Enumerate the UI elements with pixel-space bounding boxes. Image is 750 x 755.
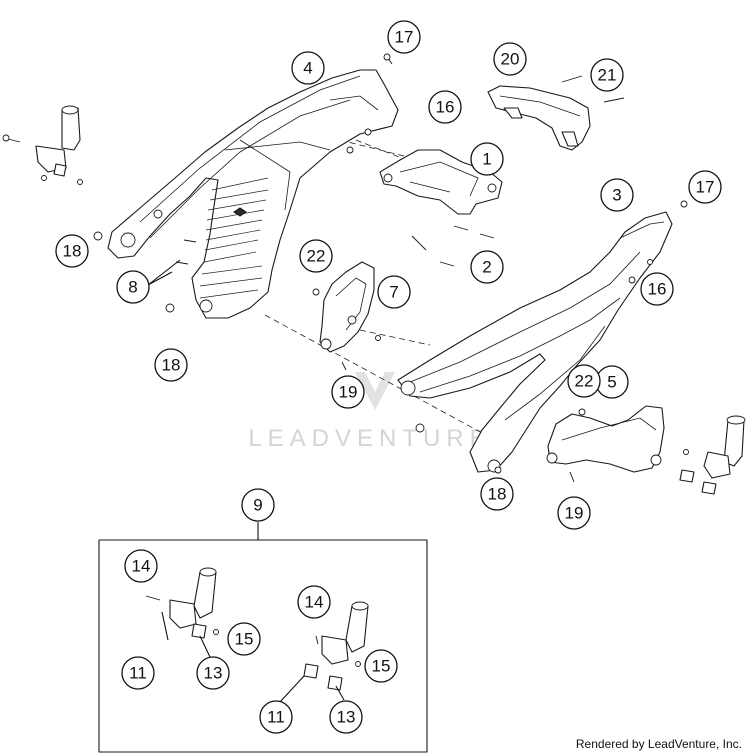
callout-13-left: 13 xyxy=(196,656,230,690)
svg-text:14: 14 xyxy=(305,593,324,612)
grab-handle xyxy=(487,85,591,151)
svg-text:9: 9 xyxy=(253,496,262,515)
svg-text:14: 14 xyxy=(132,557,151,576)
svg-text:18: 18 xyxy=(488,485,507,504)
svg-text:16: 16 xyxy=(436,98,455,117)
left-footrest-bracket xyxy=(319,261,375,353)
svg-text:22: 22 xyxy=(575,372,594,391)
svg-text:22: 22 xyxy=(307,247,326,266)
callout-4: 4 xyxy=(291,51,325,85)
svg-text:11: 11 xyxy=(267,708,285,727)
svg-text:11: 11 xyxy=(129,664,147,683)
inset-footpeg-right xyxy=(303,601,369,691)
svg-text:5: 5 xyxy=(607,373,616,392)
inset-footpeg-left xyxy=(145,567,219,639)
callout-15-left: 15 xyxy=(227,622,261,656)
svg-text:15: 15 xyxy=(372,657,391,676)
callout-22-left: 22 xyxy=(299,239,333,273)
callout-18-lower: 18 xyxy=(154,348,188,382)
fasteners xyxy=(93,53,688,483)
render-credit: Rendered by LeadVenture, Inc. xyxy=(575,737,742,751)
callout-16-right: 16 xyxy=(640,272,674,306)
svg-text:19: 19 xyxy=(565,504,584,523)
right-rear-subframe xyxy=(397,211,673,473)
callout-17-right: 17 xyxy=(688,170,722,204)
callout-7: 7 xyxy=(377,275,411,309)
left-rear-subframe xyxy=(107,69,399,319)
svg-text:13: 13 xyxy=(337,708,356,727)
svg-text:18: 18 xyxy=(162,356,181,375)
svg-text:13: 13 xyxy=(204,664,223,683)
svg-text:20: 20 xyxy=(501,50,520,69)
callout-8: 8 xyxy=(116,270,150,304)
svg-text:21: 21 xyxy=(598,66,617,85)
svg-text:8: 8 xyxy=(128,278,137,297)
callout-2: 2 xyxy=(470,250,504,284)
svg-text:19: 19 xyxy=(339,383,358,402)
svg-text:18: 18 xyxy=(63,242,82,261)
callout-1: 1 xyxy=(470,142,504,176)
callout-11-right: 11 xyxy=(259,700,293,734)
callout-20: 20 xyxy=(493,42,527,76)
svg-text:1: 1 xyxy=(482,150,491,169)
right-footrest-bracket xyxy=(546,405,665,473)
svg-text:3: 3 xyxy=(612,186,621,205)
callout-5: 5 xyxy=(595,365,629,399)
top-left-footpeg xyxy=(2,105,83,185)
svg-text:7: 7 xyxy=(389,283,398,302)
cross-member xyxy=(379,149,503,215)
callout-13-right: 13 xyxy=(329,700,363,734)
callout-14-left: 14 xyxy=(124,549,158,583)
frame-grill xyxy=(199,177,269,299)
callout-14-right: 14 xyxy=(297,585,331,619)
callout-19-center: 19 xyxy=(331,375,365,409)
callout-9: 9 xyxy=(241,488,275,522)
callout-21: 21 xyxy=(590,58,624,92)
callout-17-top: 17 xyxy=(387,20,421,54)
svg-text:4: 4 xyxy=(303,59,312,78)
callout-3: 3 xyxy=(600,178,634,212)
callout-22-right: 22 xyxy=(567,364,601,398)
callout-18-left: 18 xyxy=(55,234,89,268)
callout-19-right: 19 xyxy=(557,496,591,530)
right-footpeg xyxy=(679,415,746,495)
callout-15-right: 15 xyxy=(364,649,398,683)
svg-text:17: 17 xyxy=(395,28,414,47)
watermark-text: LEADVENTURE xyxy=(248,425,491,452)
callout-16-top: 16 xyxy=(428,90,462,124)
callout-11-left: 11 xyxy=(121,656,155,690)
svg-text:15: 15 xyxy=(235,630,254,649)
leader-lines xyxy=(147,259,345,703)
watermark-logo: LEADVENTURE xyxy=(248,372,491,452)
svg-text:2: 2 xyxy=(482,258,491,277)
svg-text:16: 16 xyxy=(648,280,667,299)
callout-18-bottom: 18 xyxy=(480,477,514,511)
svg-text:17: 17 xyxy=(696,178,715,197)
